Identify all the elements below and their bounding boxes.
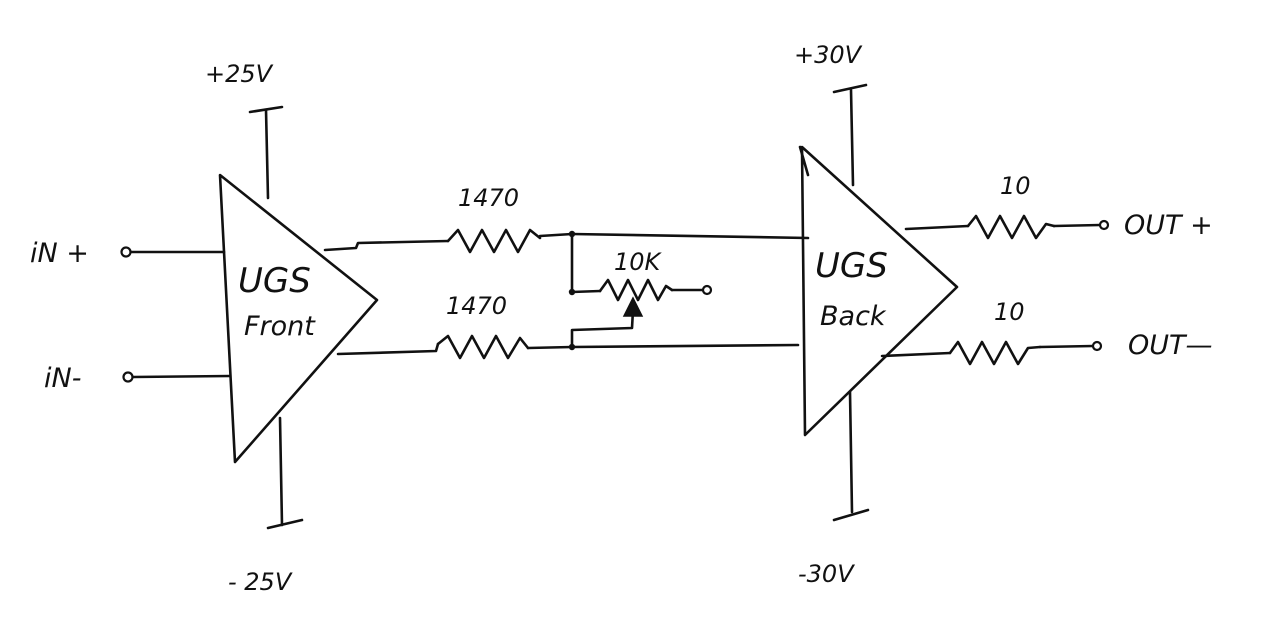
output-negative: 10 OUT— — [880, 298, 1213, 366]
pot-right-terminal — [701, 284, 713, 296]
output-negative-wire-in — [880, 351, 952, 358]
top-signal-path: 1470 — [323, 184, 810, 254]
front-top-output-wire — [323, 239, 450, 252]
back-positive-rail-wire — [849, 88, 855, 187]
back-negative-supply-label: -30V — [798, 560, 855, 588]
back-positive-supply: +30V — [794, 41, 868, 187]
front-negative-rail-wire — [278, 416, 284, 527]
resistor-top-series-label: 1470 — [458, 184, 519, 212]
input-positive-label: iN + — [30, 238, 89, 269]
input-negative-wire — [131, 374, 232, 379]
output-positive-wire-out — [1052, 223, 1102, 228]
output-positive-wire-in — [904, 224, 970, 231]
front-amplifier: UGS Front — [218, 173, 379, 464]
output-positive-label: OUT + — [1124, 210, 1213, 241]
input-positive: iN + — [30, 238, 226, 269]
trim-potentiometer: 10K — [568, 230, 713, 351]
front-positive-rail-wire — [264, 108, 270, 200]
resistor-out-negative — [948, 340, 1042, 366]
input-negative: iN- — [44, 363, 232, 394]
bottom-signal-path: 1470 — [336, 292, 800, 360]
bottom-node-to-back-wire — [570, 343, 800, 349]
resistor-top-series — [446, 228, 542, 254]
back-negative-rail-wire — [848, 390, 854, 514]
output-negative-label: OUT— — [1128, 330, 1213, 361]
output-positive-terminal — [1098, 219, 1110, 231]
front-amplifier-sublabel: Front — [244, 311, 316, 342]
back-amplifier-triangle — [800, 145, 959, 437]
resistor-out-positive-label: 10 — [1000, 172, 1031, 200]
resistor-bottom-series-label: 1470 — [446, 292, 507, 320]
back-amplifier-label: UGS — [815, 246, 888, 286]
resistor-bottom-series — [436, 334, 530, 360]
front-negative-rail-bar — [266, 518, 304, 530]
trim-potentiometer-label: 10K — [614, 248, 663, 276]
input-negative-terminal — [122, 371, 134, 383]
pot-resistor-body — [598, 278, 674, 302]
back-negative-rail-bar — [832, 508, 870, 522]
pot-wiper-arrow — [622, 296, 644, 317]
back-positive-supply-label: +30V — [794, 41, 863, 69]
front-negative-supply: - 25V — [228, 416, 304, 596]
front-bottom-output-wire — [336, 342, 440, 356]
output-positive: 10 OUT + — [904, 172, 1213, 241]
input-positive-terminal — [120, 246, 132, 258]
input-negative-label: iN- — [44, 363, 81, 394]
front-amplifier-label: UGS — [238, 261, 311, 301]
top-series-to-node-wire — [538, 232, 574, 238]
front-negative-supply-label: - 25V — [228, 568, 293, 596]
back-positive-rail-bar — [832, 83, 868, 94]
front-positive-supply: +25V — [205, 60, 284, 200]
back-amplifier-sublabel: Back — [820, 301, 887, 332]
pot-left-lead-wire — [570, 289, 602, 294]
top-node-to-back-wire — [570, 232, 810, 240]
back-negative-supply: -30V — [798, 390, 870, 588]
front-positive-supply-label: +25V — [205, 60, 274, 88]
pot-wiper-wire — [570, 308, 635, 349]
bottom-series-to-node-wire — [526, 345, 574, 350]
resistor-out-negative-label: 10 — [994, 298, 1025, 326]
front-amplifier-triangle — [218, 173, 379, 464]
output-negative-terminal — [1091, 340, 1103, 352]
output-negative-wire-out — [1038, 344, 1095, 349]
back-amplifier-corner-mark — [798, 145, 810, 177]
resistor-out-positive — [966, 214, 1056, 240]
back-amplifier: UGS Back — [798, 145, 959, 437]
